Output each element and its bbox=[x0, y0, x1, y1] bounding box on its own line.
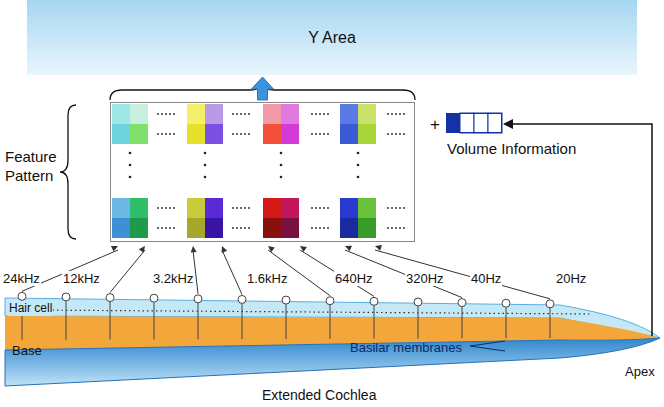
flow-arrow bbox=[252, 77, 274, 100]
frequency-label: 12kHz bbox=[62, 271, 101, 286]
figure-label: Extended Cochlea bbox=[262, 388, 376, 403]
area-band: Y Area bbox=[27, 0, 637, 75]
frequency-label: 40Hz bbox=[470, 271, 502, 286]
arrow-shape bbox=[252, 77, 274, 100]
plus-sign: + bbox=[430, 117, 440, 132]
part-label: Base bbox=[12, 343, 42, 358]
volume-bar: Volume Information bbox=[446, 113, 502, 133]
feature-grid: Feature Pattern bbox=[110, 102, 415, 242]
part-label: Apex bbox=[624, 364, 656, 379]
frequency-label: 20Hz bbox=[555, 271, 587, 286]
part-label: Hair cell bbox=[8, 301, 53, 316]
node-text: Volume Information bbox=[447, 140, 576, 157]
frequency-label: 320Hz bbox=[405, 271, 445, 286]
frequency-label: 3.2kHz bbox=[152, 271, 194, 286]
frequency-label: 640Hz bbox=[334, 271, 374, 286]
node-text: Y Area bbox=[308, 29, 356, 47]
frequency-label: 24kHz bbox=[2, 271, 41, 286]
frequency-label: 1.6kHz bbox=[246, 271, 288, 286]
part-label: Basilar membranes bbox=[350, 340, 462, 355]
node-text: Feature Pattern bbox=[5, 147, 67, 185]
